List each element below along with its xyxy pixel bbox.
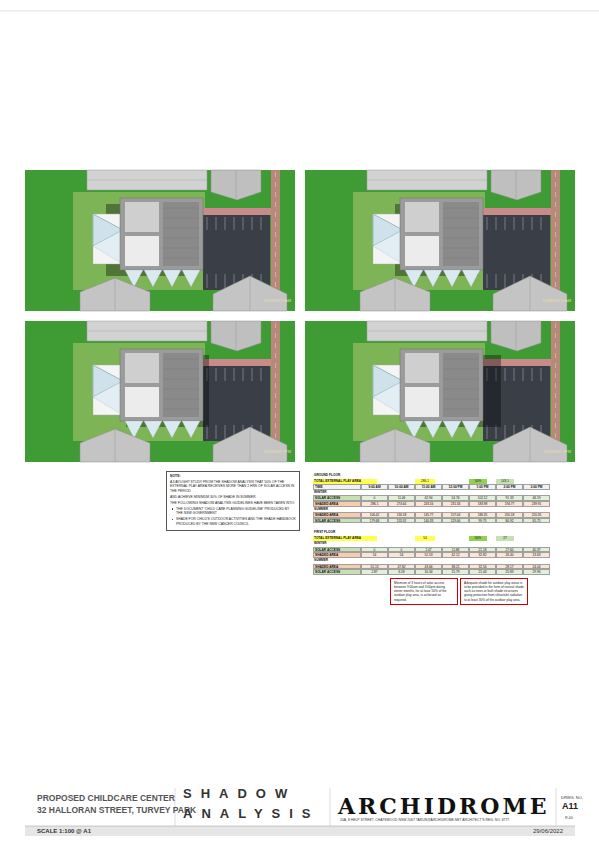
table-cell: 12:00 PM: [442, 484, 469, 490]
table-cell: 54: [361, 552, 388, 558]
notes-box: NOTE: A DAYLIGHT STUDY FROM THE SHADOW AN…: [166, 471, 300, 531]
table-cell: 65.75: [523, 518, 550, 524]
bullet-dot: [172, 508, 173, 509]
table-cell: 26.40: [496, 552, 523, 558]
table-cell: 25.83: [496, 569, 523, 575]
table-cell: 2:00 PM: [496, 484, 523, 490]
project-address: 32 HALLORAN STREET, TURVEY PARK: [37, 805, 196, 815]
note-heading: NOTE:: [170, 474, 296, 478]
shadow-render: [305, 170, 575, 311]
table-cell: 54: [388, 552, 415, 558]
table-cell: 274.64: [388, 501, 415, 507]
note-text: THE FOLLOWING SHADOW ANALYSIS GUIDELINES…: [170, 501, 296, 505]
table-cell: 140.33: [415, 518, 442, 524]
table-cell: SHADED AREA: [313, 552, 361, 558]
project-name: PROPOSED CHILDCARE CENTER: [37, 793, 175, 803]
company-address: 20A, 8 HELP STREET, CHATSWOOD NSW 2067 T…: [340, 818, 509, 822]
table-cell: 6.18: [388, 569, 415, 575]
date: 29/06/2022: [533, 828, 563, 834]
compliance-note-box: Minimum of 3 hours of solar access betwe…: [390, 578, 458, 605]
shadow-render: [25, 321, 295, 462]
table-cell: TIME: [313, 484, 361, 490]
table-cell: 42.12: [442, 552, 469, 558]
table-cell: 1:00 PM: [469, 484, 496, 490]
table-cell: 51.53: [415, 552, 442, 558]
table-cell: 194.77: [496, 501, 523, 507]
note-text: SHADE FOR CHILD'S OUTDOOR ACTIVITIES AND…: [170, 517, 296, 526]
note-text: Adequate shade for outdoor play areas is…: [464, 581, 524, 602]
note-text: Minimum of 3 hours of solar access betwe…: [394, 581, 454, 602]
note-text: THE DOCUMENT 'CHILD CARE PLANNING GUIDEL…: [170, 507, 296, 516]
table-cell: 155.92: [388, 518, 415, 524]
revision: R-00: [565, 816, 573, 820]
table-cell: 231.34: [442, 501, 469, 507]
table-cell: SHADED AREA: [313, 501, 361, 507]
bullet-dot: [172, 519, 173, 520]
table-cell: 239.91: [523, 501, 550, 507]
title-block-frame: [25, 788, 575, 836]
table-cell: 80.92: [496, 518, 523, 524]
shadow-render: [25, 170, 295, 311]
table-cell: 9:00 AM: [361, 484, 388, 490]
table-cell: 13.63: [523, 552, 550, 558]
table-cell: 129.06: [442, 518, 469, 524]
compliance-note-box: Adequate shade for outdoor play areas is…: [460, 578, 528, 605]
table-cell: 11:00 AM: [415, 484, 442, 490]
table-cell: 3:00 PM: [523, 484, 550, 490]
table-cell: 179.68: [361, 518, 388, 524]
sheet-border: [0, 11, 599, 12]
table-cell: 29.96: [523, 569, 550, 575]
table-cell: 243.16: [415, 501, 442, 507]
company-logo: ARCHIDROME: [338, 795, 550, 817]
sheet-title: SHADOW: [183, 786, 296, 801]
view-caption: SUMMER 9AM: [264, 298, 291, 303]
table-cell: 15.79: [442, 569, 469, 575]
view-caption: SUMMER 1PM: [264, 449, 291, 454]
note-text: AND ACHIEVE MINIMUM 30% OF SHADE IN SUMM…: [170, 495, 296, 499]
sheet-title: ANALYSIS: [183, 806, 320, 821]
view-caption: SUMMER 3PM: [544, 449, 571, 454]
view-caption: SUMMER 11AM: [542, 298, 571, 303]
note-text: A DAYLIGHT STUDY FROM THE SHADOW ANALYSI…: [170, 480, 296, 493]
table-cell: 50%: [469, 536, 487, 542]
table-cell: 21.44: [469, 569, 496, 575]
scale-note: SCALE 1:100 @ A1: [37, 828, 91, 834]
table-cell: 10:00 AM: [388, 484, 415, 490]
table-cell: 27: [496, 536, 514, 542]
table-cell: 183.98: [469, 501, 496, 507]
table-cell: SOLAR ACCESS: [313, 569, 361, 575]
drawing-number-label: DRWG. NO.: [561, 795, 583, 800]
table-cell: 2.87: [361, 569, 388, 575]
table-cell: SOLAR ACCESS: [313, 518, 361, 524]
table-cell: 54: [415, 536, 435, 542]
table-cell: 99.75: [469, 518, 496, 524]
table-cell: 286.1: [361, 501, 388, 507]
table-cell: 10.34: [415, 569, 442, 575]
table-cell: TOTAL EXTERNAL PLAY AREA: [313, 536, 377, 542]
table-cell: 32.82: [469, 552, 496, 558]
drawing-number: A11: [562, 801, 578, 811]
shadow-render: [305, 321, 575, 462]
